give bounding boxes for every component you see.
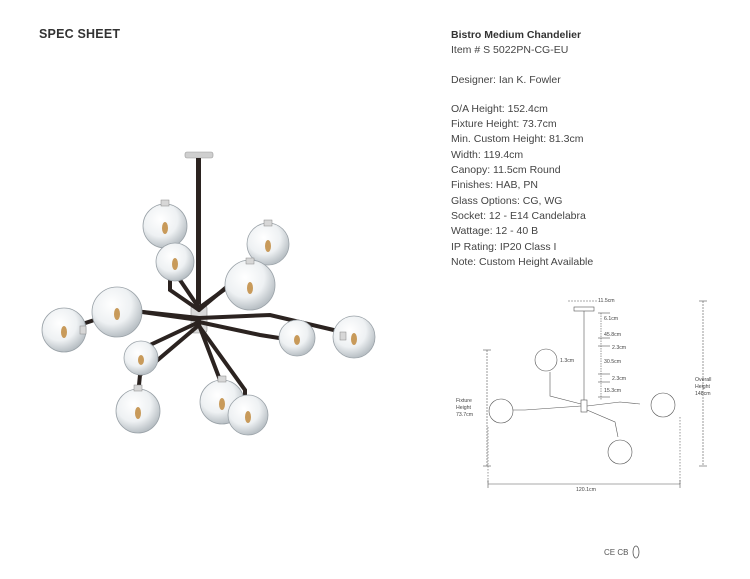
spec-line: Socket: 12 - E14 Candelabra: [451, 209, 586, 222]
chandelier-photo: [41, 151, 376, 436]
spec-line: Fixture Height: 73.7cm: [451, 118, 557, 131]
certifications: CE CB: [604, 545, 640, 559]
overall-height-label: Height: [695, 384, 711, 390]
fixture-height-value: 73.7cm: [456, 412, 473, 418]
dim-globe: 1.3cm: [560, 358, 574, 364]
designer: Designer: Ian K. Fowler: [451, 73, 561, 86]
spec-line: Canopy: 11.5cm Round: [451, 164, 561, 177]
spec-line: Wattage: 12 - 40 B: [451, 225, 539, 238]
product-name: Bistro Medium Chandelier: [451, 29, 582, 41]
dim-2: 45.8cm: [604, 332, 621, 338]
dim-5: 2.3cm: [612, 376, 626, 382]
spec-line: Finishes: HAB, PN: [451, 179, 538, 192]
dim-6: 15.3cm: [604, 388, 621, 394]
ce-cb-mark: CE CB: [604, 547, 629, 557]
dim-3: 2.3cm: [612, 345, 626, 351]
fixture-height-label: Height: [456, 405, 472, 411]
product-info: Bistro Medium Chandelier Item # S 5022PN…: [451, 28, 593, 270]
spec-line: Width: 119.4cm: [451, 148, 524, 161]
spec-line: Min. Custom Height: 81.3cm: [451, 133, 584, 146]
fixture-height-label: Fixture: [456, 398, 472, 404]
spec-line: O/A Height: 152.4cm: [451, 102, 548, 115]
dim-1: 6.1cm: [604, 316, 618, 322]
bulb-icon: [633, 545, 640, 559]
dimension-drawing: 11.5cm 6.1cm 45.8cm 2.3cm 30.5cm 2.3cm 1…: [456, 298, 711, 493]
spec-line: Glass Options: CG, WG: [451, 194, 563, 207]
spec-line: Note: Custom Height Available: [451, 255, 594, 268]
dim-canopy: 11.5cm: [598, 298, 615, 304]
overall-height-label: Overall: [695, 377, 711, 383]
overall-height-value: 148cm: [695, 391, 711, 397]
dim-4: 30.5cm: [604, 359, 621, 365]
item-number: Item # S 5022PN-CG-EU: [451, 44, 569, 57]
spec-line: IP Rating: IP20 Class I: [451, 240, 557, 253]
dim-width: 120.1cm: [576, 487, 596, 493]
spec-sheet-title: SPEC SHEET: [39, 27, 121, 41]
